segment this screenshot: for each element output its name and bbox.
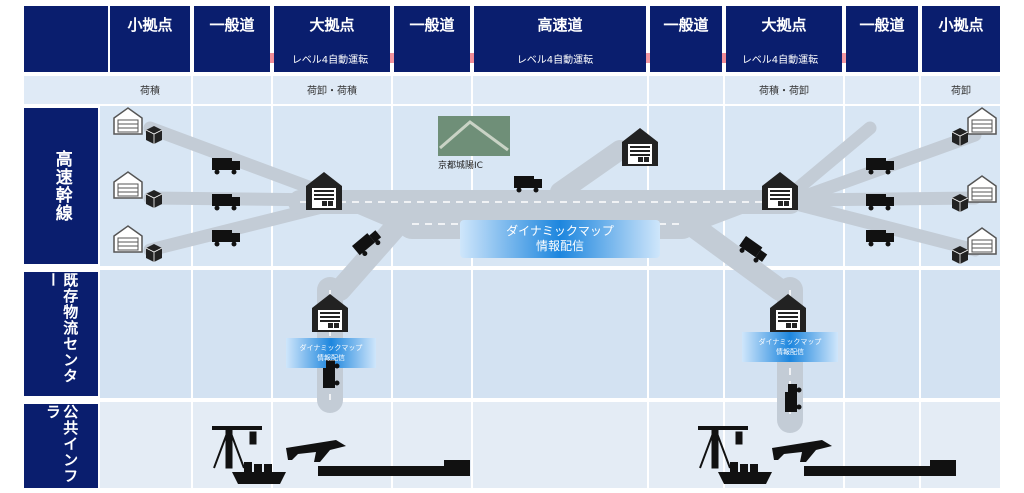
header-col-general-road: 一般道 [194,6,270,72]
dynamic-map-line2: 情報配信 [317,354,345,362]
row-label-text: 公共インフラ [44,404,80,484]
dynamic-map-line1: ダイナミックマップ [299,344,363,352]
dynamic-map-band-right [742,332,838,362]
header-col-large-base: 大拠点 [274,6,390,72]
airplane-icon [772,440,832,462]
header-col-general-road: 一般道 [394,6,470,72]
sub-label-unload-load: 荷卸・荷積 [307,85,357,97]
interchange-label: 京都城陽IC [438,161,483,171]
freight-train-icon [804,460,956,476]
dynamic-map-left-text: ダイナミックマップ 情報配信 [286,338,376,368]
cargo-ship-icon [718,462,772,484]
header-col-expressway: 高速道 [474,6,646,72]
dynamic-map-line1: ダイナミックマップ [506,224,614,238]
cargo-ship-icon [232,462,286,484]
header-col-small-base: 小拠点 [110,6,190,72]
freight-train-icon [318,460,470,476]
logistics-band [100,270,1000,398]
level4-label: レベル4自動運転 [291,54,369,66]
port-crane-icon [698,426,748,469]
row-label-text: 既存物流センター [44,272,80,384]
dynamic-map-band-center [460,220,660,258]
dynamic-map-line2: 情報配信 [776,348,804,356]
dynamic-map-line1: ダイナミックマップ [758,338,822,346]
row-label-logistics-center: 既存物流センター [24,272,98,396]
header-col-general-road: 一般道 [846,6,918,72]
sub-label-loading: 荷積 [140,85,160,97]
level4-label: レベル4自動運転 [516,54,594,66]
header-corner [24,6,108,72]
sub-label-unloading: 荷卸 [951,85,971,97]
airplane-icon [286,440,346,462]
header-col-general-road: 一般道 [650,6,722,72]
header-col-small-base: 小拠点 [922,6,1000,72]
level4-label: レベル4自動運転 [741,54,819,66]
interchange-photo [438,116,510,156]
row-label-text: 高速幹線 [51,150,72,222]
header-col-large-base: 大拠点 [726,6,842,72]
subheader-band [24,76,1000,104]
dynamic-map-right-text: ダイナミックマップ 情報配信 [742,332,838,362]
interchange-road-shape [439,120,509,152]
port-crane-icon [212,426,262,469]
dynamic-map-line2: 情報配信 [535,239,584,253]
sub-label-load-unload: 荷積・荷卸 [759,85,809,97]
dynamic-map-center-text: ダイナミックマップ 情報配信 [462,220,658,258]
row-label-expressway: 高速幹線 [24,108,98,264]
row-label-public-infra: 公共インフラ [24,404,98,488]
